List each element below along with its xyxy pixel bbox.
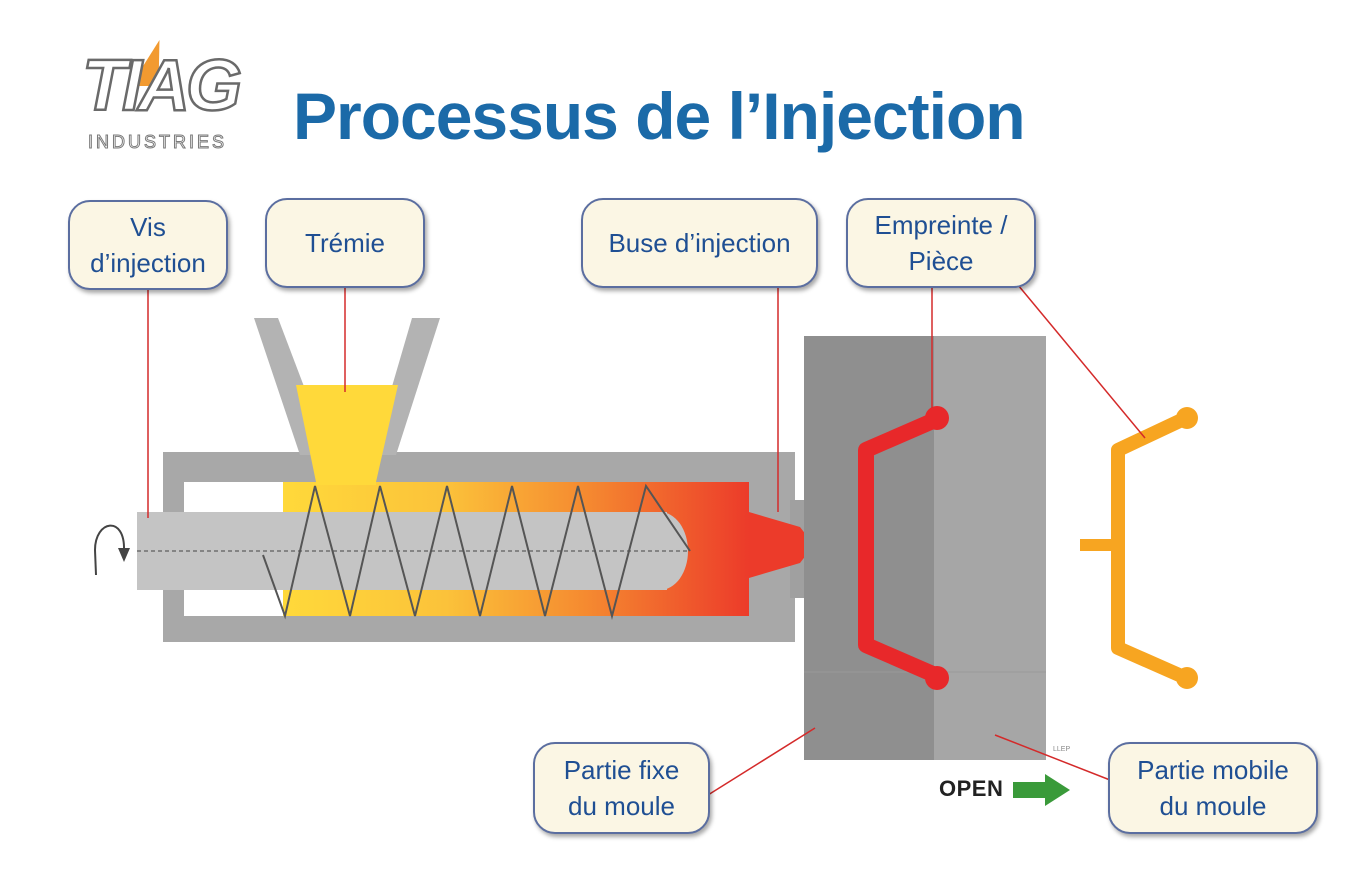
callout-vis-injection: Vis d’injection (68, 200, 228, 290)
callout-partie-fixe-line1: Partie fixe (563, 755, 680, 785)
open-arrow-head (1045, 774, 1070, 806)
corner-mark: LLEP (1053, 746, 1071, 753)
logo-wordmark: TIAG (81, 46, 243, 126)
callout-buse-injection: Buse d’injection (581, 198, 818, 288)
open-arrow-body (1013, 782, 1047, 798)
callout-partie-fixe-line2: du moule (568, 791, 675, 821)
callout-buse-label: Buse d’injection (608, 228, 791, 258)
screw-flight (262, 483, 691, 620)
ejected-part (1111, 411, 1189, 685)
logo-subtitle: INDUSTRIES (87, 132, 228, 153)
callout-vis-line2: d’injection (90, 248, 206, 278)
callout-tremie-label: Trémie (305, 228, 385, 258)
hopper-throat (316, 455, 376, 485)
screw-shaft-tip (660, 512, 688, 590)
cavity-end-bottom (925, 666, 949, 690)
page-title: Processus de l’Injection (293, 79, 1026, 153)
callout-partie-mobile-line2: du moule (1159, 791, 1267, 821)
callout-empreinte-piece: Empreinte / Pièce (846, 198, 1036, 288)
open-label: OPEN (939, 776, 1004, 801)
cavity-end-top (925, 406, 949, 430)
part-end-bottom (1176, 667, 1198, 689)
mold-cavity-melt-lower (858, 545, 939, 683)
callout-tremie: Trémie (265, 198, 425, 288)
leader-partie-mobile (994, 734, 1111, 781)
callout-vis-line1: Vis (130, 212, 166, 242)
leader-partie-fixe (707, 727, 816, 796)
callout-empreinte-line2: Pièce (908, 246, 974, 276)
callout-partie-mobile-line1: Partie mobile (1137, 755, 1289, 785)
callout-empreinte-line1: Empreinte / (874, 210, 1008, 240)
part-end-top (1176, 407, 1198, 429)
rotation-arrow-icon (94, 524, 126, 551)
callout-partie-fixe: Partie fixe du moule (533, 742, 710, 834)
rotation-arrow-head (118, 548, 130, 562)
mold-mobile-half (934, 336, 1046, 760)
rotation-arrow-shaft (94, 549, 97, 576)
tiag-logo: TIAG INDUSTRIES (80, 36, 245, 156)
nozzle-melt (749, 512, 858, 578)
leader-empreinte-b (1017, 284, 1146, 439)
callout-partie-mobile: Partie mobile du moule (1108, 742, 1318, 834)
